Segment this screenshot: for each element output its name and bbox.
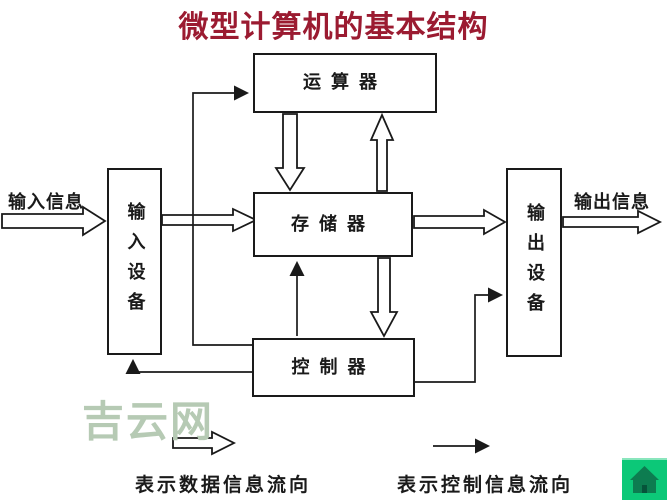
data-arrow-memory-to-controller — [369, 257, 399, 338]
slide-title: 微型计算机的基本结构 — [178, 10, 489, 45]
box-input-device-label: 输入设备 — [124, 201, 146, 322]
box-controller-label: 控制器 — [291, 356, 376, 378]
legend-data-flow-arrow — [172, 430, 237, 456]
box-controller: 控制器 — [252, 338, 415, 397]
box-output-device-label: 输出设备 — [524, 202, 545, 323]
box-alu: 运算器 — [253, 53, 437, 113]
box-input-device: 输入设备 — [107, 168, 162, 355]
data-arrow-input-device-to-memory — [161, 207, 259, 233]
home-icon — [630, 466, 659, 493]
control-arrow-controller-to-output-device — [415, 287, 504, 383]
box-memory-label: 存储器 — [291, 213, 375, 235]
data-arrow-alu-to-memory — [274, 113, 306, 192]
legend-data-flow-label: 表示数据信息流向 — [135, 474, 312, 496]
box-output-device: 输出设备 — [506, 168, 562, 357]
legend-control-flow-label: 表示控制信息流向 — [397, 474, 574, 496]
data-arrow-output-device-to-external — [562, 209, 663, 235]
output-info-label: 输出信息 — [574, 192, 650, 213]
home-button[interactable] — [622, 458, 667, 500]
control-arrow-controller-to-input-device — [125, 358, 252, 375]
data-arrow-memory-to-alu — [369, 112, 395, 192]
data-arrow-memory-to-output-device — [413, 208, 507, 236]
data-arrow-external-to-input-device — [1, 205, 107, 237]
box-alu-label: 运算器 — [303, 72, 387, 93]
control-arrow-controller-to-alu — [192, 85, 252, 346]
box-memory: 存储器 — [253, 192, 413, 257]
watermark: 吉云网 — [82, 397, 215, 446]
input-info-label: 输入信息 — [8, 192, 84, 213]
